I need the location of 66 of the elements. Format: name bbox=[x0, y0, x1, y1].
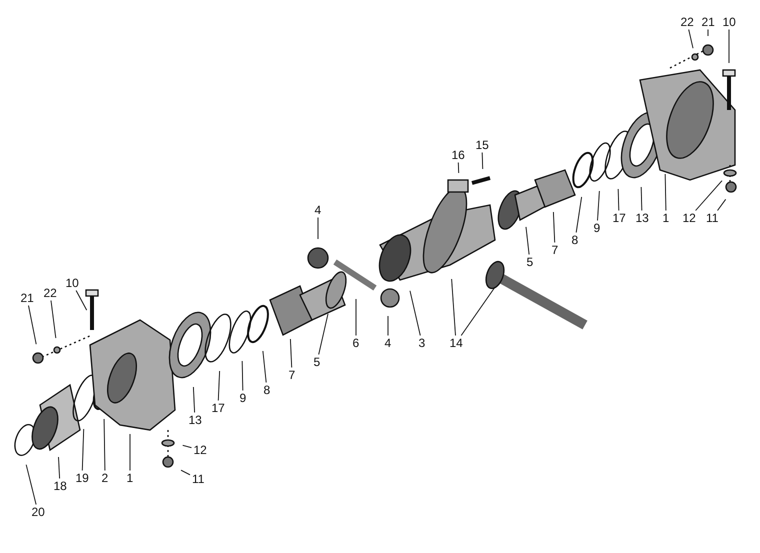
callout-number: 15 bbox=[474, 138, 490, 152]
callout-number: 4 bbox=[314, 204, 322, 216]
callout-number: 22 bbox=[42, 286, 58, 300]
leader-line bbox=[618, 188, 620, 211]
callout-number: 1 bbox=[126, 472, 134, 484]
leader-line bbox=[242, 360, 244, 391]
leader-line bbox=[664, 174, 666, 211]
leader-line bbox=[552, 212, 556, 243]
callout-number: 9 bbox=[592, 222, 602, 234]
leader-line bbox=[458, 162, 460, 174]
callout-number: 13 bbox=[634, 212, 650, 224]
leader-line bbox=[640, 186, 642, 211]
callout-number: 1 bbox=[662, 212, 670, 224]
leader-line bbox=[526, 226, 530, 255]
leader-line bbox=[192, 386, 196, 413]
callout-number: 13 bbox=[188, 414, 203, 426]
callout-number: 17 bbox=[612, 212, 627, 224]
callout-number: 12 bbox=[682, 212, 697, 224]
callout-number: 21 bbox=[20, 292, 35, 304]
callout-number: 5 bbox=[312, 356, 322, 368]
leader-line bbox=[717, 198, 726, 211]
leader-line bbox=[26, 464, 37, 505]
callout-number: 12 bbox=[192, 444, 208, 456]
callout-number: 11 bbox=[705, 212, 720, 224]
callout-number: 22 bbox=[680, 16, 695, 28]
leader-line bbox=[180, 470, 190, 476]
callout-number: 19 bbox=[74, 472, 90, 484]
leader-line bbox=[262, 350, 267, 383]
callout-number: 7 bbox=[550, 244, 560, 256]
callout-number: 16 bbox=[450, 148, 466, 162]
leader-line bbox=[76, 290, 88, 311]
callout-number: 10 bbox=[722, 16, 737, 28]
leader-line bbox=[482, 152, 484, 170]
leader-line bbox=[28, 305, 37, 345]
leader-line bbox=[218, 370, 220, 401]
leader-line bbox=[318, 313, 328, 355]
callout-number: 5 bbox=[526, 256, 534, 268]
callout-number: 8 bbox=[262, 384, 272, 396]
callout-number: 4 bbox=[384, 336, 392, 350]
leader-line bbox=[695, 180, 722, 211]
leader-line bbox=[290, 338, 292, 368]
callout-number: 6 bbox=[352, 336, 360, 350]
callout-number: 3 bbox=[418, 336, 426, 350]
leader-line bbox=[728, 29, 730, 64]
leader-line bbox=[182, 444, 192, 448]
leader-line bbox=[576, 196, 582, 233]
callout-number: 20 bbox=[30, 506, 46, 518]
leader-line bbox=[688, 29, 694, 49]
callout-number: 2 bbox=[100, 472, 110, 484]
leader-line bbox=[451, 278, 456, 336]
leader-line bbox=[410, 290, 421, 336]
leader-line bbox=[597, 190, 600, 221]
callout-number: 17 bbox=[210, 402, 226, 414]
leader-line bbox=[58, 456, 60, 479]
callout-number: 21 bbox=[700, 16, 716, 28]
leader-line bbox=[460, 286, 496, 336]
leader-line bbox=[82, 428, 84, 471]
leader-line bbox=[50, 300, 56, 339]
callout-number: 8 bbox=[570, 234, 580, 246]
callout-number: 11 bbox=[191, 472, 206, 486]
callout-number: 14 bbox=[448, 336, 464, 350]
callout-number: 7 bbox=[288, 368, 296, 382]
callout-number: 9 bbox=[238, 392, 248, 404]
callout-number: 10 bbox=[64, 276, 80, 290]
leader-line bbox=[104, 418, 106, 471]
callout-number: 18 bbox=[52, 480, 68, 492]
